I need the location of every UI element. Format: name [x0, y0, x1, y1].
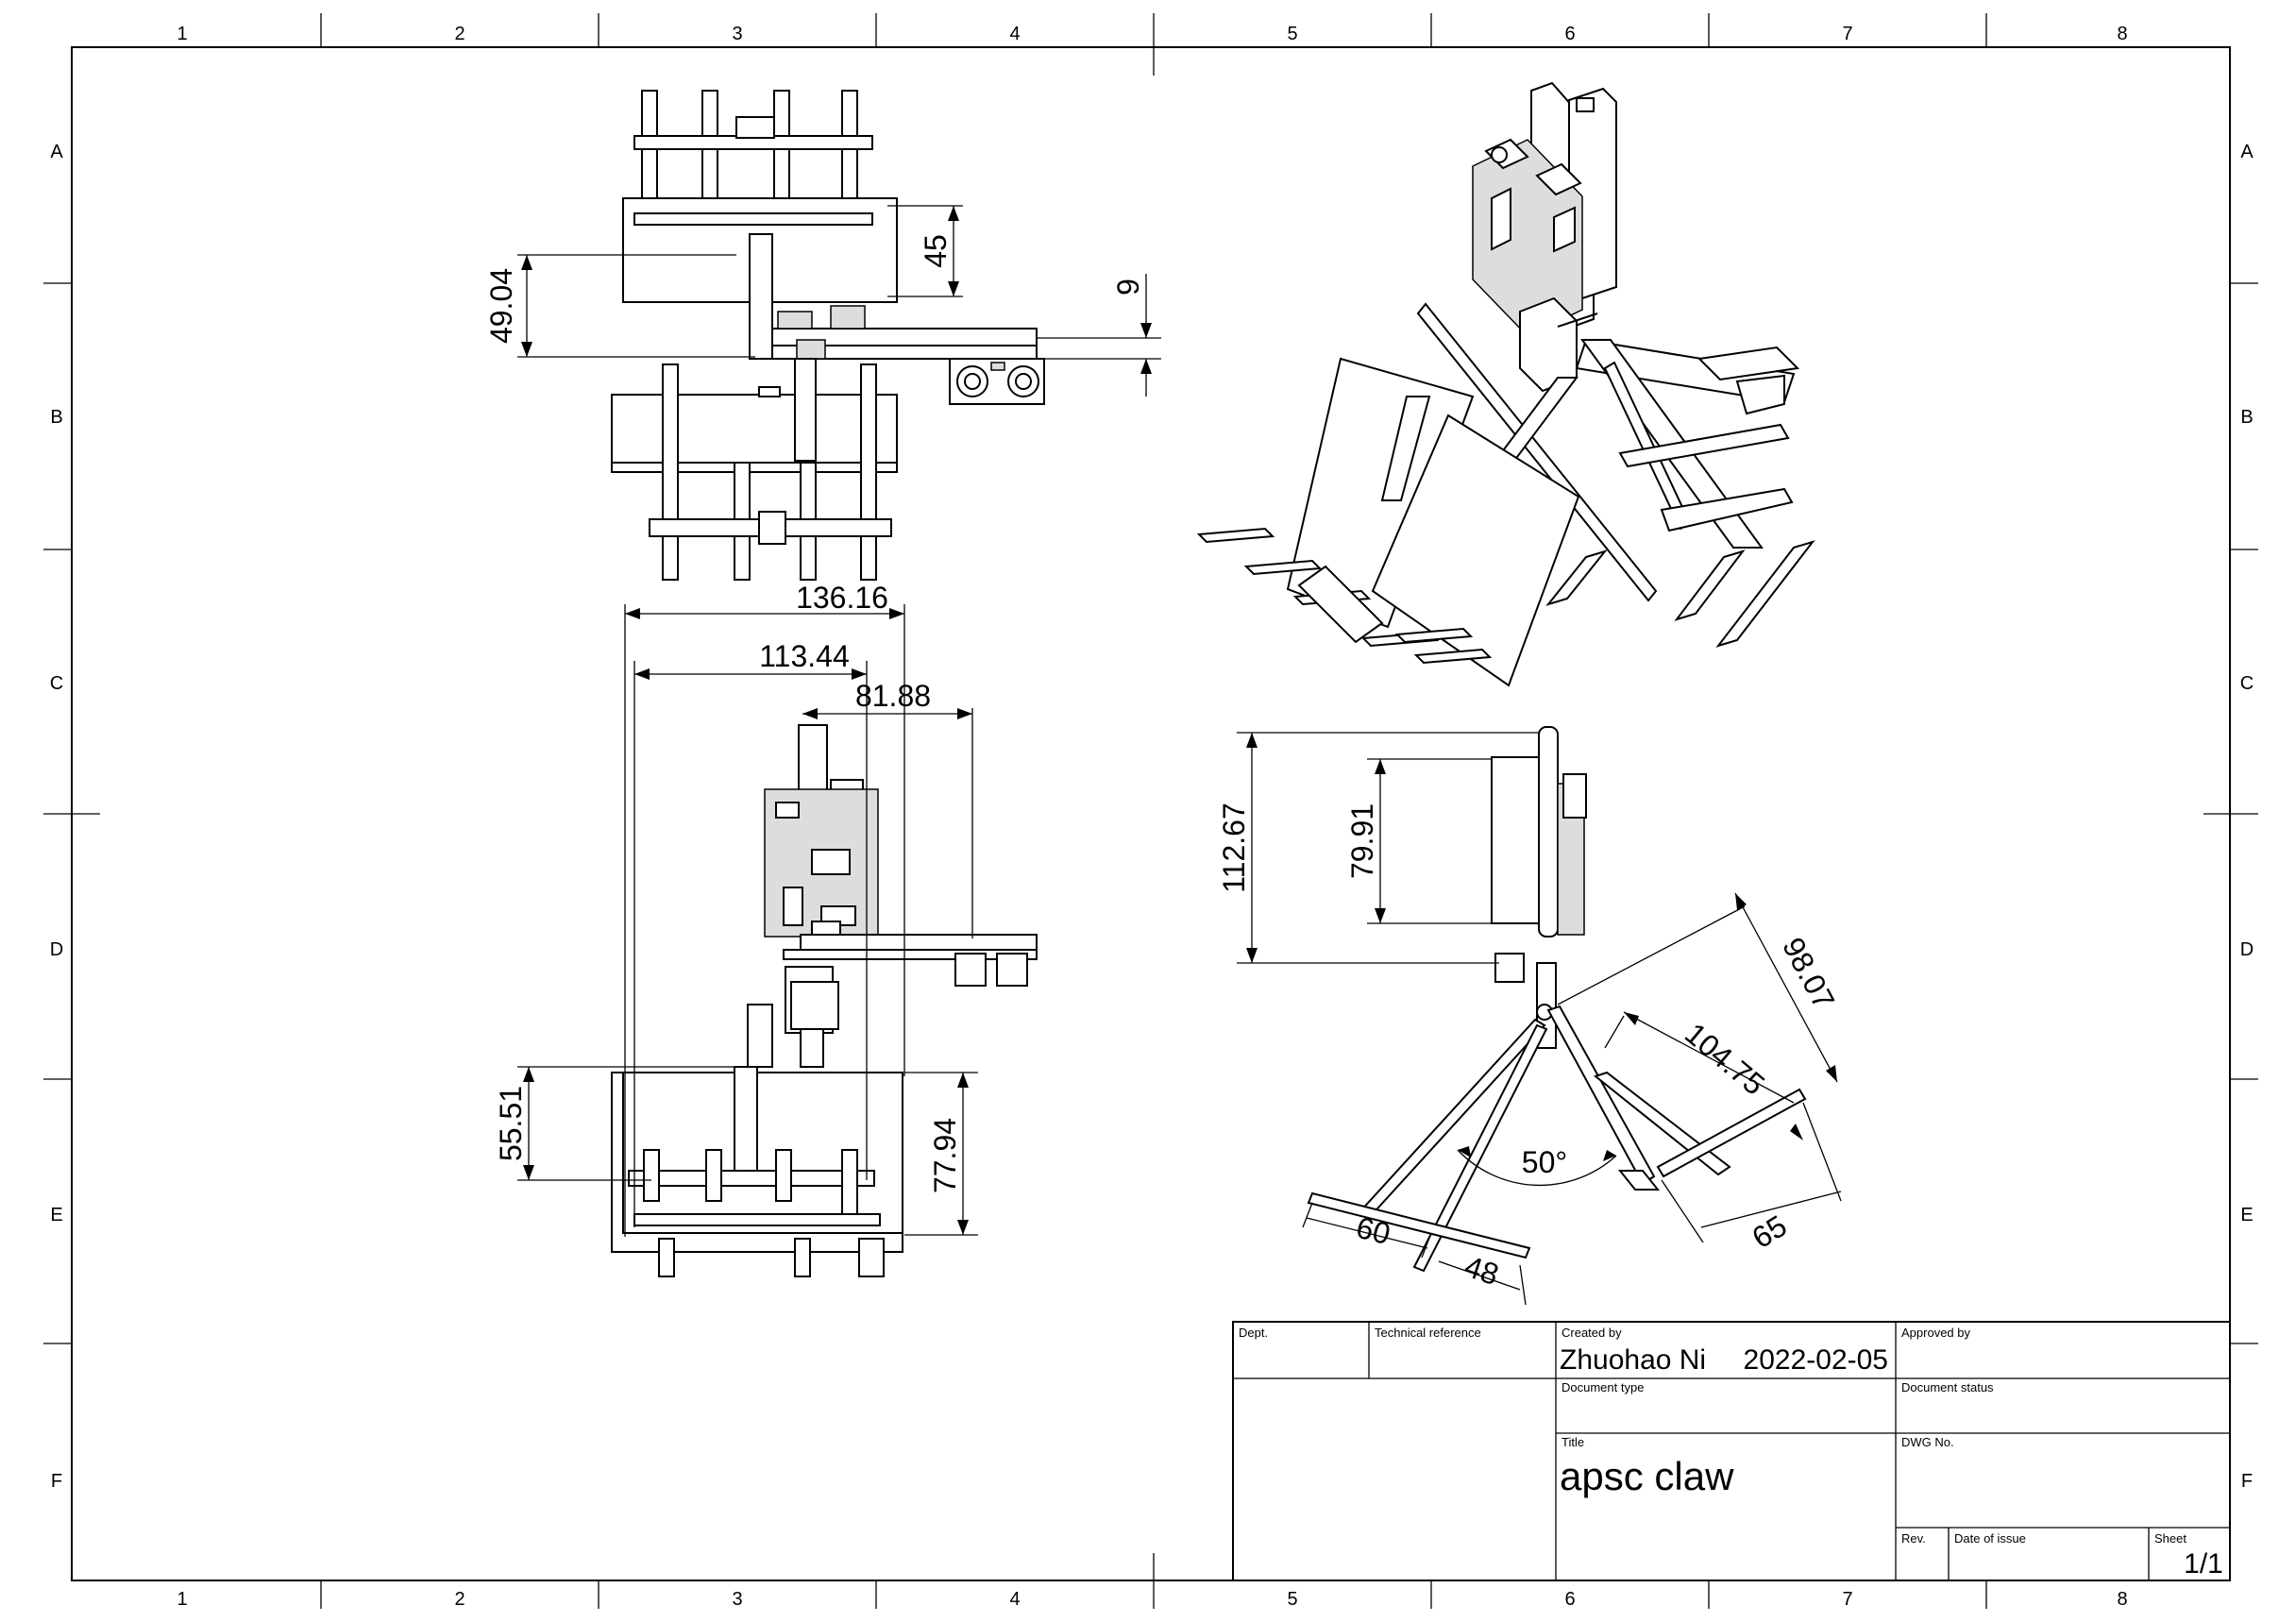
dim-9: 9 — [1111, 279, 1145, 296]
dim-49-04: 49.04 — [484, 268, 518, 344]
zone-col-1-top: 1 — [177, 24, 187, 44]
document-status-label: Document status — [1901, 1380, 1994, 1394]
sheet-label: Sheet — [2154, 1531, 2186, 1546]
front-view — [611, 724, 1038, 1277]
zone-row-d-right: D — [2240, 939, 2254, 960]
dim-98-07: 98.07 — [1776, 932, 1841, 1015]
top-view-dimensions: 45 49.04 9 — [484, 205, 1161, 397]
created-by-value: Zhuohao Ni — [1560, 1344, 1706, 1376]
drawing-frame — [71, 46, 2231, 1581]
document-type-label: Document type — [1562, 1380, 1644, 1394]
title-block: Dept. Technical reference Created by Zhu… — [1232, 1321, 2231, 1581]
zone-col-1-bottom: 1 — [177, 1589, 187, 1610]
zone-col-3-top: 3 — [732, 24, 742, 44]
dim-50-deg: 50° — [1522, 1145, 1567, 1179]
zone-labels: 1 2 3 4 5 6 7 8 1 2 3 4 5 6 7 8 A B C D … — [50, 24, 2254, 1610]
approved-by-label: Approved by — [1901, 1326, 1970, 1340]
zone-col-5-bottom: 5 — [1287, 1589, 1297, 1610]
side-view — [1307, 726, 1807, 1273]
dim-136-16: 136.16 — [796, 581, 888, 615]
technical-reference-label: Technical reference — [1375, 1326, 1481, 1340]
dim-45: 45 — [919, 234, 953, 268]
isometric-view — [1196, 81, 1815, 687]
dim-48: 48 — [1460, 1249, 1503, 1292]
rev-label: Rev. — [1901, 1531, 1926, 1546]
dim-113-44: 113.44 — [759, 639, 850, 673]
zone-row-e-left: E — [50, 1205, 62, 1225]
zone-row-f-right: F — [2241, 1471, 2253, 1492]
dwg-no-label: DWG No. — [1901, 1435, 1954, 1449]
zone-row-c-left: C — [50, 673, 63, 694]
dim-79-91: 79.91 — [1345, 803, 1379, 879]
zone-col-2-top: 2 — [454, 24, 464, 44]
zone-row-a-right: A — [2240, 142, 2254, 162]
zone-row-b-right: B — [2240, 407, 2253, 428]
dept-label: Dept. — [1239, 1326, 1268, 1340]
sheet-value: 1/1 — [2184, 1548, 2223, 1580]
zone-col-7-bottom: 7 — [1842, 1589, 1852, 1610]
created-date: 2022-02-05 — [1744, 1344, 1888, 1376]
zone-col-8-bottom: 8 — [2117, 1589, 2127, 1610]
dim-60: 60 — [1353, 1210, 1393, 1252]
dim-81-88: 81.88 — [855, 679, 931, 713]
dim-55-51: 55.51 — [494, 1086, 528, 1161]
zone-col-2-bottom: 2 — [454, 1589, 464, 1610]
date-of-issue-label: Date of issue — [1954, 1531, 2026, 1546]
top-view — [611, 90, 1045, 581]
zone-col-4-top: 4 — [1009, 24, 1020, 44]
zone-row-d-left: D — [50, 939, 63, 960]
zone-col-6-top: 6 — [1564, 24, 1575, 44]
zone-col-6-bottom: 6 — [1564, 1589, 1575, 1610]
created-by-label: Created by — [1562, 1326, 1622, 1340]
zone-col-8-top: 8 — [2117, 24, 2127, 44]
dim-104-75: 104.75 — [1679, 1016, 1771, 1101]
dim-112-67: 112.67 — [1217, 803, 1251, 893]
zone-row-e-right: E — [2240, 1205, 2253, 1225]
zone-row-b-left: B — [50, 407, 62, 428]
zone-row-c-right: C — [2240, 673, 2254, 694]
front-view-dimensions: 136.16 113.44 81.88 55.51 77.94 — [494, 581, 978, 1237]
zone-col-5-top: 5 — [1287, 24, 1297, 44]
title-label: Title — [1562, 1435, 1584, 1449]
drawing-title: apsc claw — [1560, 1454, 1734, 1498]
zone-col-4-bottom: 4 — [1009, 1589, 1020, 1610]
zone-col-7-top: 7 — [1842, 24, 1852, 44]
zone-ticks — [43, 13, 2258, 1609]
dim-65: 65 — [1747, 1208, 1793, 1255]
zone-col-3-bottom: 3 — [732, 1589, 742, 1610]
zone-row-f-left: F — [51, 1471, 62, 1492]
zone-row-a-left: A — [50, 142, 63, 162]
dim-77-94: 77.94 — [928, 1118, 962, 1193]
